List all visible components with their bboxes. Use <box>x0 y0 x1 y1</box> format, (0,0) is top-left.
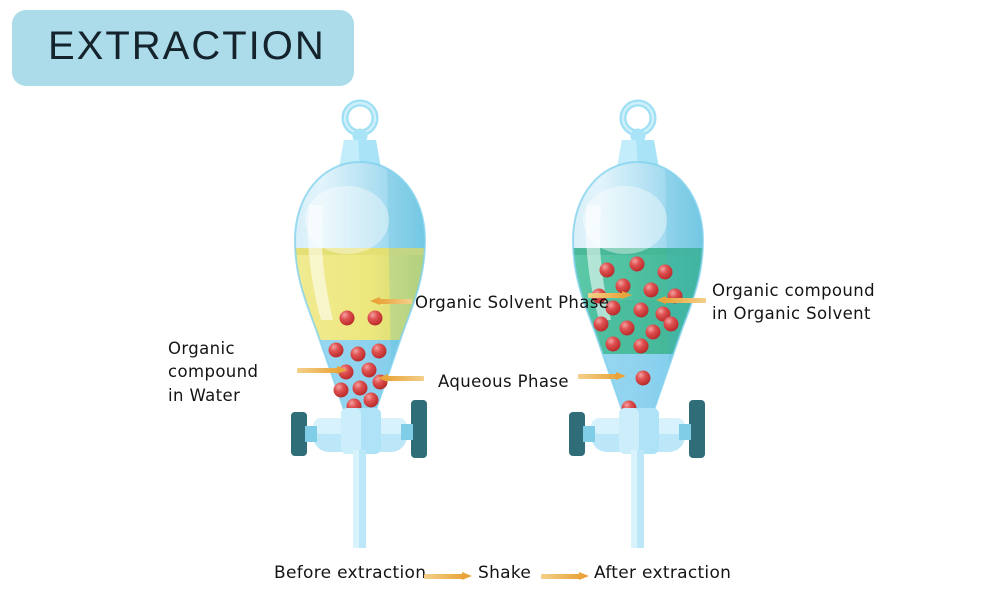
page-title: EXTRACTION <box>48 24 326 68</box>
label-line-1: Organic compound <box>168 339 259 382</box>
pointer-arrow-aqueous-phase-right <box>578 372 626 381</box>
pointer-arrow-organic-solvent-phase <box>370 297 412 306</box>
stopcock-handle-left <box>291 412 307 456</box>
label-line-1: Organic compound <box>712 281 876 300</box>
title-banner <box>12 10 354 86</box>
label-organic-solvent-phase: Organic Solvent Phase <box>415 293 610 312</box>
flow-arrow-1 <box>424 572 472 581</box>
caption-before-extraction: Before extraction <box>274 563 427 583</box>
before-extraction-funnel <box>265 99 455 560</box>
caption-after-extraction: After extraction <box>594 563 732 583</box>
stopcock <box>291 400 427 548</box>
label-line-2: in Organic Solvent <box>712 304 871 324</box>
label-organic-compound-in-water: Organic compound in Water <box>168 337 318 407</box>
after-extraction-funnel <box>543 99 733 560</box>
label-aqueous-phase: Aqueous Phase <box>438 372 569 391</box>
pointer-arrow-aqueous-phase-left <box>378 374 424 383</box>
stopcock-handle-right <box>411 400 427 458</box>
pointer-arrow-organic-solvent-phase-right <box>588 291 632 300</box>
pointer-arrow-organic-compound-in-water <box>297 366 347 375</box>
stopcock-handle-right <box>689 400 705 458</box>
pointer-arrow-organic-compound-in-organic-solvent <box>656 296 706 305</box>
label-organic-compound-in-organic-solvent: Organic compound in Organic Solvent <box>712 279 887 326</box>
flow-arrow-2 <box>541 572 589 581</box>
caption-shake: Shake <box>478 563 532 583</box>
label-line-2: in Water <box>168 385 241 405</box>
stopcock <box>569 400 705 548</box>
stopcock-handle-left <box>569 412 585 456</box>
